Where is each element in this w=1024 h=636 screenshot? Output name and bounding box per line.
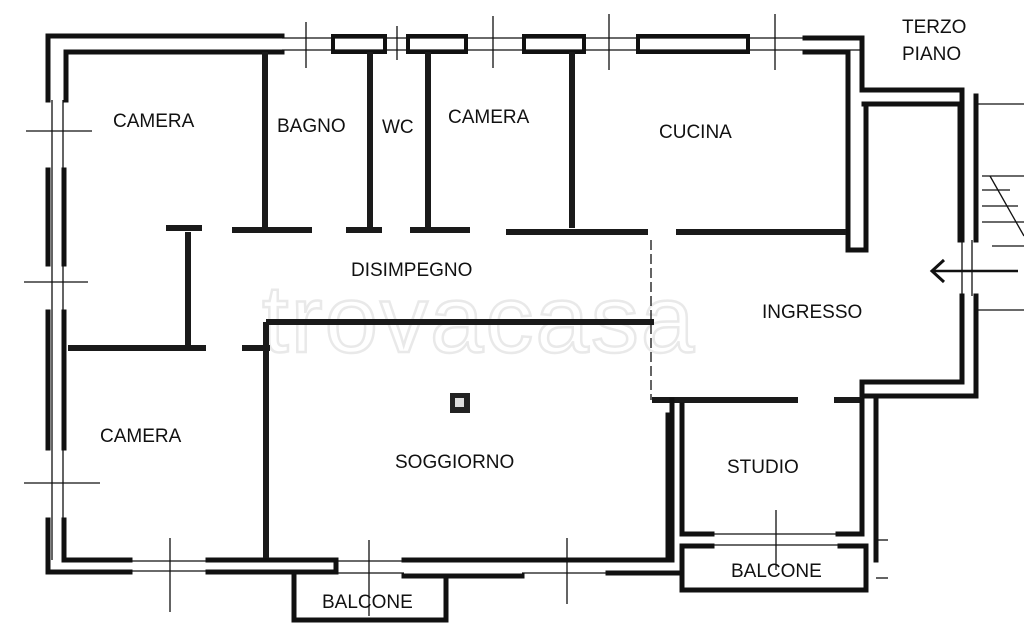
- floor-label-line1: TERZO: [902, 17, 966, 38]
- interior-walls: [68, 52, 888, 593]
- arrow-left-icon: [929, 258, 1018, 284]
- floor-label-line2: PIANO: [902, 44, 961, 65]
- room-label-ingresso: INGRESSO: [762, 302, 862, 323]
- room-label-camera-top-left: CAMERA: [113, 111, 195, 132]
- room-label-cucina: CUCINA: [659, 122, 732, 143]
- outer-walls: [24, 14, 1024, 623]
- room-label-studio: STUDIO: [727, 457, 799, 478]
- room-label-balcone-right: BALCONE: [731, 561, 822, 582]
- room-label-camera-top-middle: CAMERA: [448, 107, 530, 128]
- room-label-bagno: BAGNO: [277, 116, 346, 137]
- room-label-soggiorno: SOGGIORNO: [395, 452, 514, 473]
- room-label-camera-bottom-left: CAMERA: [100, 426, 182, 447]
- room-label-disimpegno: DISIMPEGNO: [351, 260, 472, 281]
- room-label-wc: WC: [382, 117, 414, 138]
- stairs: [978, 103, 1024, 311]
- room-label-balcone-bottom: BALCONE: [322, 592, 413, 613]
